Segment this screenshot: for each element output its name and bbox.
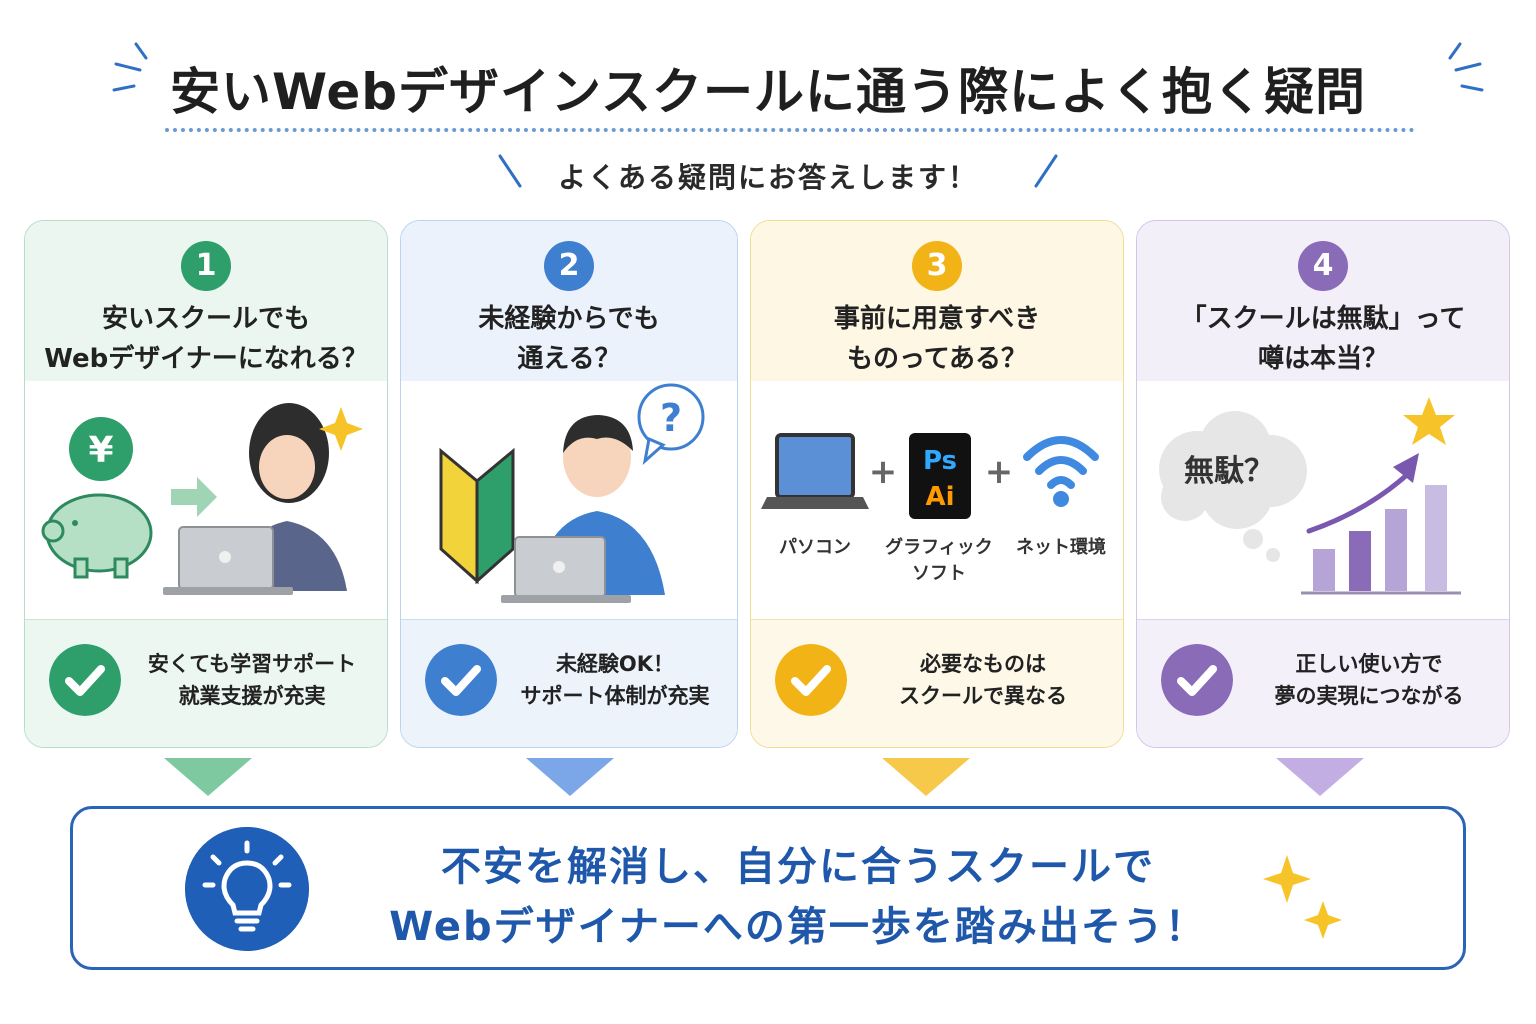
sparkle-icon	[1263, 855, 1342, 939]
card-3-header: 3 事前に用意すべき ものってある？	[751, 221, 1123, 381]
software-label-line-2: ソフト	[912, 563, 966, 584]
card-4-question: 「スクールは無駄」って 噂は本当？	[1137, 299, 1509, 379]
card-4-answer: 正しい使い方で 夢の実現につながる	[1137, 619, 1509, 747]
card-2-answer: 未経験OK！ サポート体制が充実	[401, 619, 737, 747]
card-1-answer: 安くても学習サポート 就業支援が充実	[25, 619, 387, 747]
woman-with-laptop-icon	[163, 403, 347, 595]
network-label: ネット環境	[1016, 536, 1106, 558]
down-arrow-2-icon	[526, 758, 614, 796]
thought-cloud-icon: 無駄？	[1159, 411, 1307, 562]
card-1-illustration: ¥	[41, 403, 363, 595]
question-bubble-icon: ?	[637, 383, 705, 466]
card-3-answer-line-1: 必要なものは	[920, 652, 1046, 676]
card-1-answer-line-1: 安くても学習サポート	[147, 652, 357, 676]
check-icon	[49, 644, 121, 716]
card-2-number-badge: 2	[544, 241, 594, 291]
page-subtitle: よくある疑問にお答えします！	[557, 161, 978, 194]
card-3-answer: 必要なものは スクールで異なる	[751, 619, 1123, 747]
illustrator-label: Ai	[925, 482, 954, 512]
down-arrow-3-icon	[882, 758, 970, 796]
lightbulb-icon	[185, 827, 309, 951]
sparkle-icon	[319, 407, 363, 451]
card-2-question-line-2: 通える？	[517, 344, 621, 374]
yen-coin-icon: ¥	[69, 417, 133, 481]
star-icon	[1403, 397, 1455, 445]
card-1-header: 1 安いスクールでも Webデザイナーになれる？	[25, 221, 387, 381]
title-divider	[165, 128, 1415, 132]
faq-card-2: 2 未経験からでも 通える？ ? 未経験OK！ サポート体制が充実	[400, 220, 738, 748]
check-icon	[1161, 644, 1233, 716]
pc-label: パソコン	[779, 537, 851, 558]
card-3-number-badge: 3	[912, 241, 962, 291]
check-icon	[775, 644, 847, 716]
card-1-answer-line-2: 就業支援が充実	[178, 684, 326, 708]
card-3-answer-text: 必要なものは スクールで異なる	[851, 648, 1115, 712]
subtitle-slash-right-icon	[1034, 154, 1058, 188]
software-label-line-1: グラフィック	[885, 536, 993, 558]
conclusion-line-1: 不安を解消し、自分に合うスクールで	[441, 844, 1155, 890]
conclusion-message: 不安を解消し、自分に合うスクールで Webデザイナーへの第一歩を踏み出そう！	[323, 837, 1273, 957]
down-arrow-4-icon	[1276, 758, 1364, 796]
photoshop-label: Ps	[923, 446, 957, 476]
card-1-answer-text: 安くても学習サポート 就業支援が充実	[125, 648, 379, 712]
card-2-answer-text: 未経験OK！ サポート体制が充実	[501, 648, 729, 712]
beginner-mark-icon	[439, 447, 515, 585]
piggy-bank-icon	[41, 493, 153, 579]
svg-text:?: ?	[660, 396, 682, 440]
subtitle-slash-left-icon	[498, 154, 522, 188]
conclusion-line-2: Webデザイナーへの第一歩を踏み出そう！	[389, 904, 1207, 950]
card-3-answer-line-2: スクールで異なる	[899, 684, 1067, 708]
title-accent-right-icon	[1448, 42, 1484, 92]
card-1-number-badge: 1	[181, 241, 231, 291]
title-accent-left-icon	[112, 42, 148, 92]
growth-bar-chart-icon	[1301, 453, 1461, 595]
card-4-question-line-2: 噂は本当？	[1257, 344, 1388, 374]
check-icon	[425, 644, 497, 716]
svg-text:¥: ¥	[88, 430, 113, 471]
faq-card-1: 1 安いスクールでも Webデザイナーになれる？ ¥ 安くても学習サポート 就業…	[24, 220, 388, 748]
card-4-answer-line-1: 正しい使い方で	[1295, 652, 1443, 676]
plus-sign-2: +	[985, 452, 1014, 492]
card-1-question: 安いスクールでも Webデザイナーになれる？	[25, 299, 387, 379]
card-4-header: 4 「スクールは無駄」って 噂は本当？	[1137, 221, 1509, 381]
down-arrow-1-icon	[164, 758, 252, 796]
card-2-answer-line-2: サポート体制が充実	[520, 684, 710, 708]
cloud-text: 無駄？	[1184, 454, 1274, 489]
plus-sign-1: +	[869, 452, 898, 492]
card-2-illustration: ?	[439, 383, 705, 603]
card-2-question: 未経験からでも 通える？	[401, 299, 737, 379]
card-2-answer-line-1: 未経験OK！	[555, 652, 675, 676]
card-3-question-line-2: ものってある？	[847, 344, 1027, 374]
card-1-question-line-2: Webデザイナーになれる？	[44, 344, 368, 374]
arrow-right-icon	[171, 477, 217, 517]
laptop-icon	[761, 433, 869, 509]
faq-card-4: 4 「スクールは無駄」って 噂は本当？ 無駄？ 正しい使い方で 夢の実現につなが…	[1136, 220, 1510, 748]
card-4-question-line-1: 「スクールは無駄」って	[1180, 304, 1466, 334]
page-title: 安いWebデザインスクールに通う際によく抱く疑問	[169, 63, 1367, 121]
conclusion-box: 不安を解消し、自分に合うスクールで Webデザイナーへの第一歩を踏み出そう！	[70, 806, 1466, 970]
card-4-illustration: 無駄？	[1159, 397, 1461, 595]
card-2-header: 2 未経験からでも 通える？	[401, 221, 737, 381]
card-3-question: 事前に用意すべき ものってある？	[751, 299, 1123, 379]
man-with-laptop-icon	[501, 415, 665, 603]
card-4-number-badge: 4	[1298, 241, 1348, 291]
card-4-answer-text: 正しい使い方で 夢の実現につながる	[1237, 648, 1501, 712]
card-3-question-line-1: 事前に用意すべき	[833, 304, 1041, 334]
card-4-answer-line-2: 夢の実現につながる	[1274, 684, 1464, 708]
card-2-question-line-1: 未経験からでも	[478, 304, 660, 334]
wifi-icon	[1023, 436, 1099, 507]
card-1-question-line-1: 安いスクールでも	[101, 304, 310, 334]
